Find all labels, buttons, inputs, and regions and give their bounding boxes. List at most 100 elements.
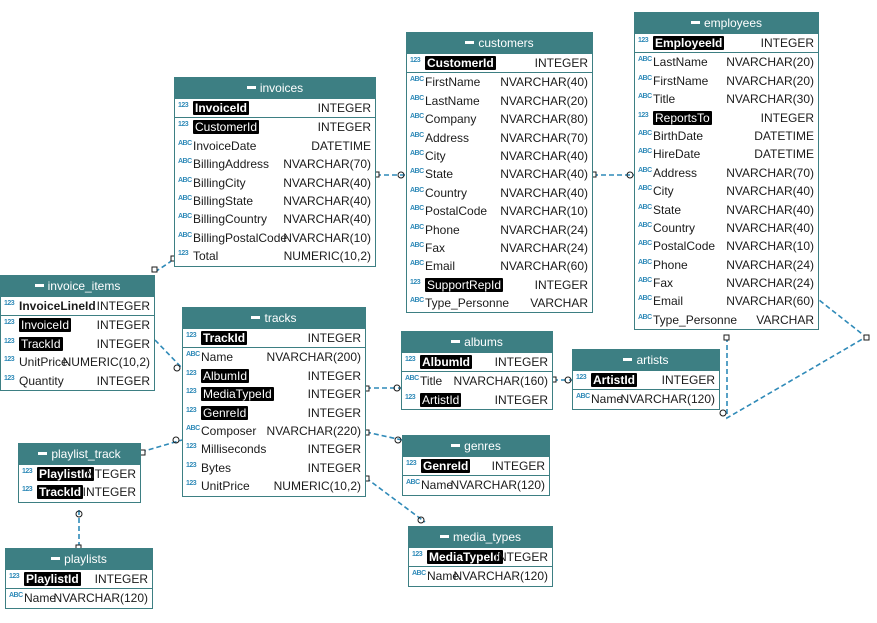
column-name: Bytes [201,460,232,475]
table-header[interactable]: genres [403,436,549,457]
table-header[interactable]: employees [635,13,818,34]
table-header[interactable]: playlist_track [19,444,140,465]
table-header[interactable]: artists [573,350,719,371]
text-type-icon: ABC [638,166,652,174]
table-title: customers [478,36,534,50]
column-type: NVARCHAR(10) [500,204,588,219]
table-header[interactable]: invoices [175,78,375,99]
table-header[interactable]: tracks [183,308,365,329]
table-header[interactable]: media_types [409,527,552,548]
table-header[interactable]: playlists [6,549,152,570]
text-type-icon: ABC [410,223,424,231]
table-header[interactable]: invoice_items [1,276,154,297]
table-header[interactable]: albums [402,332,552,353]
column-name: State [653,202,682,217]
column-type: DATETIME [754,128,814,143]
column-name: UnitPrice [19,355,68,370]
table-icon [451,444,461,448]
text-type-icon: ABC [638,295,652,303]
table-header[interactable]: customers [407,33,592,54]
